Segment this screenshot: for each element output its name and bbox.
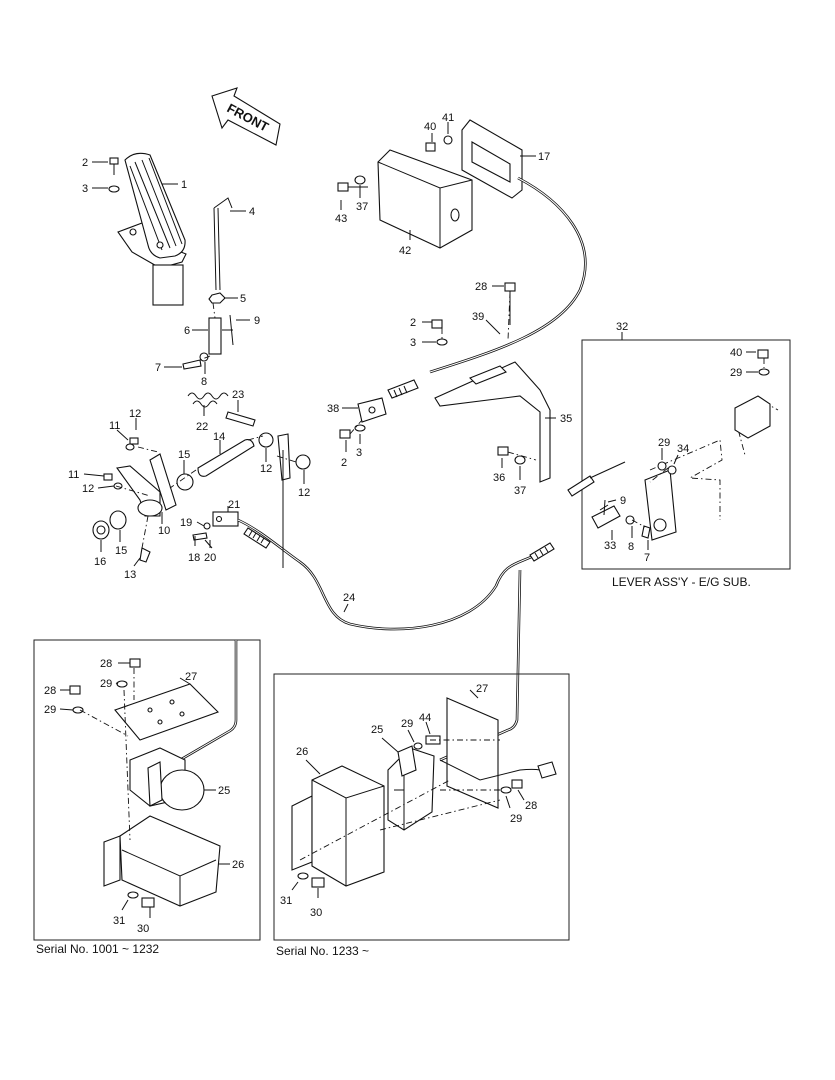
serial-old-caption: Serial No. 1001 ~ 1232: [36, 942, 159, 956]
callout-number: 15: [178, 449, 190, 461]
callout-number: 24: [343, 592, 355, 604]
callout-number: 29: [44, 704, 56, 716]
callout-number: 2: [82, 157, 88, 169]
callout-number: 27: [476, 683, 488, 695]
callout-number: 36: [493, 472, 505, 484]
serial-new-caption: Serial No. 1233 ~: [276, 944, 369, 958]
front-arrow: FRONT: [211, 87, 281, 146]
callout-linkage: 23 22 14 11 12 15 12 12 11 12 10 21 19 1…: [68, 389, 310, 581]
callout-number: 29: [658, 437, 670, 449]
callout-number: 17: [538, 151, 550, 163]
callout-number: 27: [185, 671, 197, 683]
callout-number: 1: [181, 179, 187, 191]
callout-number: 30: [137, 923, 149, 935]
callout-number: 5: [240, 293, 246, 305]
callout-number: 18: [188, 552, 200, 564]
callout-number: 21: [228, 499, 240, 511]
callout-number: 12: [82, 483, 94, 495]
callout-number: 9: [620, 495, 626, 507]
callout-number: 7: [644, 552, 650, 564]
callout-number: 16: [94, 556, 106, 568]
serial-old-box: Serial No. 1001 ~ 1232: [33, 639, 261, 956]
callout-number: 25: [218, 785, 230, 797]
callout-number: 29: [401, 718, 413, 730]
callout-lever-box: 32 40 29 29 34 9 33 8 7: [604, 321, 758, 564]
callout-number: 40: [424, 121, 436, 133]
callout-number: 28: [100, 658, 112, 670]
callout-cable: 24: [343, 592, 355, 613]
callout-number: 20: [204, 552, 216, 564]
callout-number: 28: [525, 800, 537, 812]
upper-bracket-assembly: [337, 119, 587, 483]
callout-number: 19: [180, 517, 192, 529]
callout-number: 28: [475, 281, 487, 293]
callout-number: 12: [260, 463, 272, 475]
callout-number: 3: [410, 337, 416, 349]
callout-number: 39: [472, 311, 484, 323]
callout-serial-old: 28 29 27 28 29 25 26 31 30: [44, 658, 244, 935]
callout-number: 37: [514, 485, 526, 497]
callout-number: 37: [356, 201, 368, 213]
callout-number: 8: [628, 541, 634, 553]
callout-number: 26: [232, 859, 244, 871]
callout-number: 40: [730, 347, 742, 359]
callout-number: 6: [184, 325, 190, 337]
callout-number: 25: [371, 724, 383, 736]
callout-number: 32: [616, 321, 628, 333]
callout-number: 41: [442, 112, 454, 124]
callout-number: 29: [730, 367, 742, 379]
callout-number: 43: [335, 213, 347, 225]
callout-bracket: 40 41 17 43 37 42 28 2 39 3 38 2 3 35 36…: [327, 112, 572, 497]
callout-number: 38: [327, 403, 339, 415]
callout-number: 14: [213, 431, 225, 443]
callout-number: 34: [677, 443, 689, 455]
callout-serial-new: 27 29 44 25 26 28 29 31 30: [280, 683, 537, 919]
callout-number: 3: [82, 183, 88, 195]
callout-number: 26: [296, 746, 308, 758]
callout-number: 29: [100, 678, 112, 690]
callout-number: 31: [280, 895, 292, 907]
callout-number: 28: [44, 685, 56, 697]
callout-number: 35: [560, 413, 572, 425]
callout-number: 10: [158, 525, 170, 537]
accelerator-pedal: [108, 152, 234, 370]
callout-number: 3: [356, 447, 362, 459]
callout-number: 31: [113, 915, 125, 927]
callout-number: 7: [155, 362, 161, 374]
callout-numbers: 2 3 1 4 5 6 9 7 8 23 22 14 11 12 15 12 1…: [44, 112, 758, 935]
callout-number: 42: [399, 245, 411, 257]
lever-assy-box: LEVER ASS'Y - E/G SUB.: [567, 332, 791, 589]
linkage-assembly: [92, 392, 311, 563]
throttle-cable: [237, 450, 555, 631]
callout-number: 8: [201, 376, 207, 388]
callout-number: 11: [109, 420, 120, 432]
callout-number: 23: [232, 389, 244, 401]
callout-number: 33: [604, 540, 616, 552]
callout-number: 22: [196, 421, 208, 433]
lever-assy-caption: LEVER ASS'Y - E/G SUB.: [612, 575, 751, 589]
callout-number: 2: [410, 317, 416, 329]
callout-number: 2: [341, 457, 347, 469]
callout-number: 12: [298, 487, 310, 499]
callout-number: 44: [419, 712, 431, 724]
callout-number: 30: [310, 907, 322, 919]
callout-number: 11: [68, 469, 79, 481]
callout-pedal: 2 3 1 4 5 6 9 7 8: [82, 157, 260, 388]
callout-number: 15: [115, 545, 127, 557]
serial-new-box: Serial No. 1233 ~: [273, 673, 570, 958]
callout-number: 29: [510, 813, 522, 825]
callout-number: 12: [129, 408, 141, 420]
callout-number: 4: [249, 206, 255, 218]
callout-number: 9: [254, 315, 260, 327]
callout-number: 13: [124, 569, 136, 581]
